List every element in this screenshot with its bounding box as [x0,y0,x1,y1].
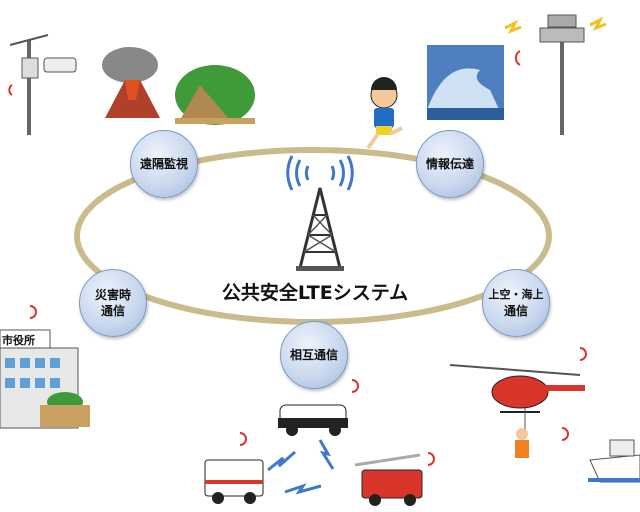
lte-tower-icon [296,187,344,271]
fire-truck-icon [354,452,435,506]
node-disaster-communication: 災害時 通信 [79,269,147,337]
system-title: 公共安全LTEシステム [221,282,409,304]
node-label: 遠隔監視 [139,157,188,171]
node-label: 情報伝達 [425,157,474,171]
ambulance-icon [204,432,264,504]
siren-speaker-pole-icon [504,14,607,135]
tsunami-icon [427,45,504,120]
node-air-sea-communication: 上空・海上 通信 [482,269,550,337]
landslide-icon [175,65,255,125]
volcano-icon [102,47,160,118]
node-label-line1: 災害時 [94,288,131,302]
node-mutual-communication: 相互通信 [280,321,348,389]
node-label: 相互通信 [289,348,338,362]
city-hall-label: 市役所 [2,334,35,347]
police-car-icon [278,379,359,436]
node-label-line2: 通信 [503,304,528,318]
rescuer-icon [515,427,569,458]
tower-signal-icon [286,155,354,191]
node-label-line2: 通信 [100,304,125,318]
monitoring-camera-pole-icon [8,34,77,135]
node-label-line1: 上空・海上 [488,288,544,301]
node-remote-monitoring: 遠隔監視 [130,130,198,198]
radio-link-icon [267,439,335,495]
city-hall-building-icon [0,305,90,429]
node-info-transmission: 情報伝達 [416,130,484,198]
patrol-ship-icon [588,439,640,483]
running-person-icon [366,77,403,150]
helicopter-icon [449,347,587,430]
